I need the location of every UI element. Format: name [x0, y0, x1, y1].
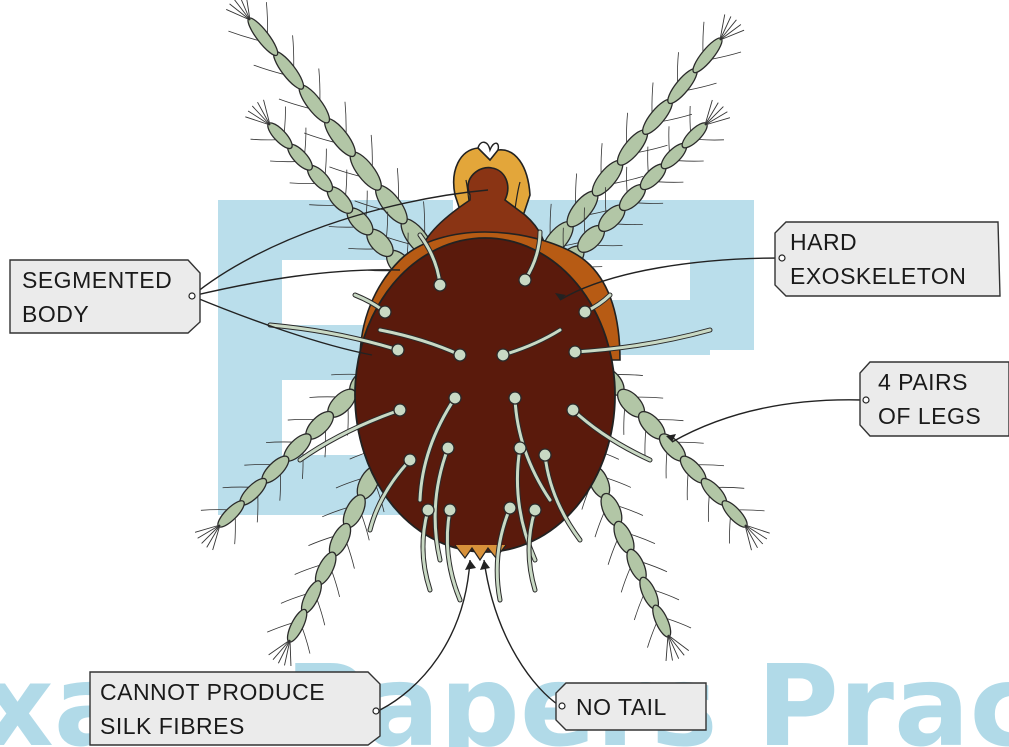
cannot-produce-line2: SILK FIBRES [100, 713, 245, 739]
label-hard-exoskeleton: HARD EXOSKELETON [775, 222, 1000, 296]
seta-base [514, 442, 526, 454]
seta-base [497, 349, 509, 361]
seta-base [434, 279, 446, 291]
seta-base [509, 392, 521, 404]
label-no-tail: NO TAIL [556, 683, 706, 730]
seta-base [567, 404, 579, 416]
seta-base [404, 454, 416, 466]
seta-base [379, 306, 391, 318]
seta-base [519, 274, 531, 286]
label-segmented-body: SEGMENTED BODY [10, 260, 200, 333]
seta-base [454, 349, 466, 361]
seta-base [449, 392, 461, 404]
segmented-body-line2: BODY [22, 301, 89, 327]
seta-base [444, 504, 456, 516]
no-tail-text: NO TAIL [576, 694, 667, 720]
seta-base [569, 346, 581, 358]
seta-base [579, 306, 591, 318]
label-four-pairs-of-legs: 4 PAIRS OF LEGS [860, 362, 1009, 436]
cannot-produce-line1: CANNOT PRODUCE [100, 679, 325, 705]
four-pairs-line1: 4 PAIRS [878, 369, 968, 395]
hard-exoskeleton-line2: EXOSKELETON [790, 263, 966, 289]
segmented-body-line1: SEGMENTED [22, 267, 172, 293]
hard-exoskeleton-line1: HARD [790, 229, 857, 255]
seta-base [504, 502, 516, 514]
label-cannot-produce-silk: CANNOT PRODUCE SILK FIBRES [90, 672, 380, 745]
seta-base [442, 442, 454, 454]
seta-base [422, 504, 434, 516]
seta-base [394, 404, 406, 416]
seta-base [539, 449, 551, 461]
four-pairs-line2: OF LEGS [878, 403, 981, 429]
body [355, 238, 615, 552]
seta-base [392, 344, 404, 356]
seta-base [529, 504, 541, 516]
